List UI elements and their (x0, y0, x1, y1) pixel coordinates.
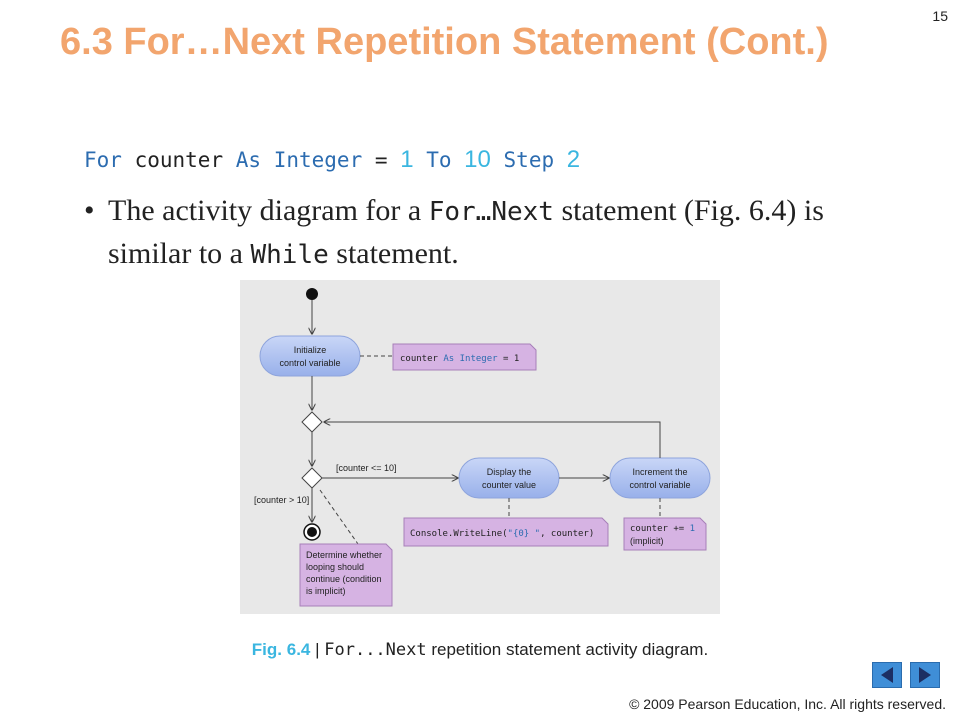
bullet-text: The activity diagram for a For…Next stat… (108, 190, 868, 276)
merge-node (301, 411, 323, 433)
activity-diagram: Initialize control variable counter As I… (240, 280, 720, 614)
page-number: 15 (932, 8, 948, 24)
note-increment (623, 517, 707, 551)
bullet-code-while: While (250, 240, 329, 270)
note-loop-text-4: is implicit) (306, 586, 346, 596)
bullet-icon: • (84, 194, 95, 227)
note-writeline-text: Console.WriteLine("{0} ", counter) (410, 529, 594, 539)
code-equals: = (374, 148, 388, 172)
code-keyword-step: Step (503, 148, 555, 172)
caption-label: Fig. 6.4 (251, 640, 311, 659)
bullet-text-1: The activity diagram for a (108, 194, 429, 227)
display-label-1: Display the (487, 467, 532, 477)
increment-action (609, 457, 711, 499)
code-keyword-for: For (84, 148, 122, 172)
note-loop-text-1: Determine whether (306, 550, 382, 560)
caption-separator: | (310, 640, 325, 659)
code-keyword-to: To (426, 148, 452, 172)
note-init (392, 343, 537, 371)
code-step: 2 (566, 146, 581, 173)
bullet-code-fornext: For…Next (428, 197, 554, 227)
bullet-text-2: statement (Fig. 6.4) is similar to a (108, 194, 824, 270)
caption-code: For...Next (324, 640, 427, 660)
final-node-inner (307, 527, 317, 537)
bullet-text-3: statement. (328, 237, 459, 270)
display-label-2: counter value (482, 480, 536, 490)
note-writeline (403, 517, 609, 547)
increment-label-2: control variable (629, 480, 690, 490)
initialize-action (259, 335, 361, 377)
caption-text: repetition statement activity diagram. (426, 640, 709, 659)
left-triangle-icon (881, 667, 893, 683)
increment-label-1: Increment the (632, 467, 687, 477)
right-triangle-icon (919, 667, 931, 683)
code-type: Integer (273, 148, 363, 172)
code-end: 10 (464, 146, 491, 173)
note-increment-text-1: counter += 1 (630, 524, 695, 534)
code-start: 1 (400, 146, 414, 173)
note-loop (299, 543, 393, 607)
initialize-label-1: Initialize (294, 345, 327, 355)
next-slide-button[interactable] (910, 662, 940, 688)
code-variable: counter (134, 148, 224, 172)
loop-back-arrow (324, 422, 661, 458)
guard-true: [counter <= 10] (336, 463, 397, 473)
note-loop-text-2: looping should (306, 562, 364, 572)
figure-caption: Fig. 6.4 | For...Next repetition stateme… (0, 640, 960, 660)
note-init-text: counter As Integer = 1 (400, 354, 519, 364)
copyright-notice: © 2009 Pearson Education, Inc. All right… (629, 696, 946, 712)
display-action (458, 457, 560, 499)
note-connector (319, 489, 359, 545)
code-keyword-as: As (235, 148, 262, 172)
initialize-label-2: control variable (279, 358, 340, 368)
initial-node (306, 288, 318, 300)
decision-node (301, 467, 323, 489)
note-increment-text-2: (implicit) (630, 536, 664, 546)
slide-title: 6.3 For…Next Repetition Statement (Cont.… (60, 21, 829, 63)
guard-false: [counter > 10] (254, 495, 309, 505)
note-loop-text-3: continue (condition (306, 574, 382, 584)
code-example: For counter As Integer = 1 To 10 Step 2 (84, 146, 580, 174)
previous-slide-button[interactable] (872, 662, 902, 688)
